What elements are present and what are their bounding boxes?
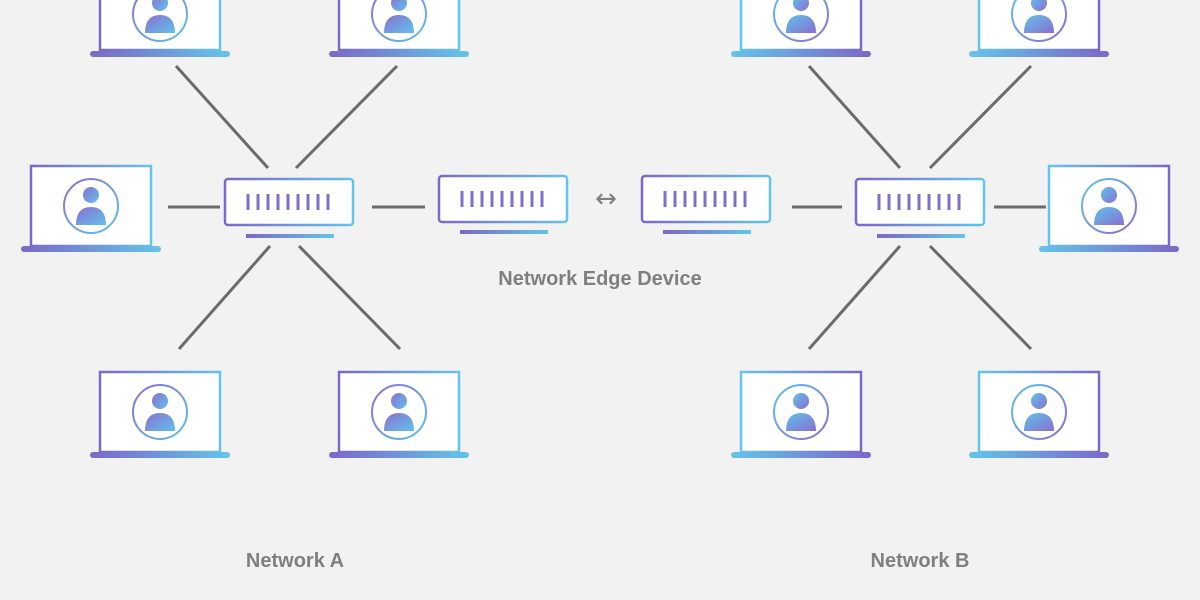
- user-icon: [1011, 384, 1067, 440]
- link-b-top-left: [807, 65, 902, 169]
- computer-b-mid-right: [1039, 164, 1179, 252]
- computer-a-bottom-left: [90, 370, 230, 458]
- network-switch-icon: [877, 194, 961, 210]
- edge-device-label: Network Edge Device: [498, 268, 701, 290]
- link-a-bottom-left: [177, 245, 272, 350]
- user-icon: [132, 384, 188, 440]
- computer-b-bottom-left: [731, 370, 871, 458]
- network-a-links: [168, 64, 425, 351]
- network-b-label: Network B: [871, 550, 970, 572]
- computer-a-top-right: [329, 0, 469, 57]
- computer-b-top-left: [731, 0, 871, 57]
- computer-a-mid-left: [21, 164, 161, 252]
- link-a-top-right: [294, 64, 399, 170]
- user-icon: [773, 384, 829, 440]
- computer-a-top-left: [90, 0, 230, 57]
- computer-a-bottom-right: [329, 370, 469, 458]
- computer-b-top-right: [969, 0, 1109, 57]
- link-b-bottom-right: [928, 244, 1033, 351]
- link-b-bottom-left: [807, 245, 902, 350]
- bidirectional-arrow-icon: ↔: [595, 184, 617, 214]
- network-switch-icon: [663, 191, 747, 207]
- user-icon: [371, 0, 427, 42]
- user-icon: [132, 0, 188, 42]
- link-b-top-right: [928, 64, 1033, 170]
- edge-device-left: [437, 174, 569, 234]
- user-icon: [63, 178, 119, 234]
- link-a-top-left: [174, 64, 270, 170]
- network-b-links: [792, 64, 1046, 351]
- network-switch-icon: [460, 191, 544, 207]
- network-a-label: Network A: [246, 550, 344, 572]
- user-icon: [1081, 178, 1137, 234]
- edge-device-right: [640, 174, 772, 234]
- user-icon: [1011, 0, 1067, 42]
- switch-network-a: [223, 177, 355, 238]
- user-icon: [371, 384, 427, 440]
- user-icon: [773, 0, 829, 42]
- network-switch-icon: [246, 194, 330, 210]
- link-a-bottom-right: [297, 244, 402, 351]
- computer-b-bottom-right: [969, 370, 1109, 458]
- switch-network-b: [854, 177, 986, 238]
